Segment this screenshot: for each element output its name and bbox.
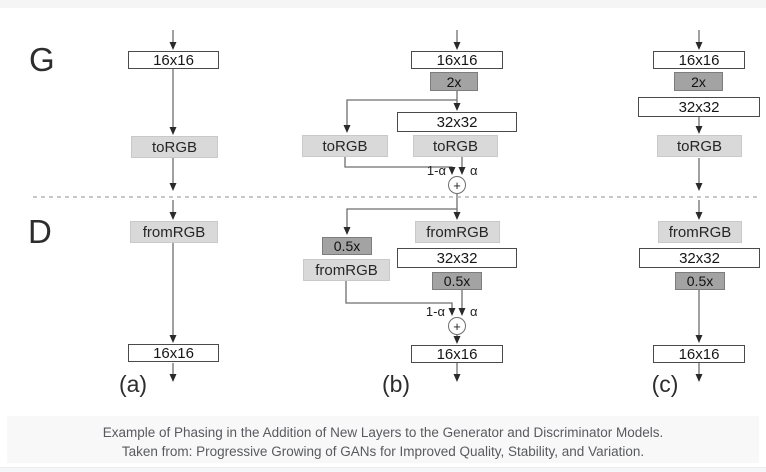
b-d-05x-box: 0.5x — [432, 272, 482, 290]
b-d-05x-left-box: 0.5x — [322, 237, 372, 255]
a-d-16x16-box: 16x16 — [128, 344, 219, 362]
b-g-one-minus-alpha-label: 1-α — [426, 163, 446, 178]
plus-icon: + — [453, 177, 461, 193]
c-d-16x16-box: 16x16 — [653, 345, 745, 363]
b-d-sum-node: + — [448, 317, 466, 335]
b-d-fromrgb-left-box: fromRGB — [303, 259, 390, 281]
b-d-one-minus-alpha-label: 1-α — [425, 304, 445, 319]
panel-b-label: (b) — [381, 371, 411, 397]
b-d-alpha-label: α — [470, 304, 478, 319]
b-g-alpha-label: α — [470, 163, 478, 178]
c-g-2x-box: 2x — [674, 72, 723, 91]
b-g-sum-node: + — [448, 176, 466, 194]
a-g-16x16-box: 16x16 — [128, 51, 219, 69]
c-g-32x32-box: 32x32 — [638, 97, 760, 117]
c-g-torgb-box: toRGB — [657, 135, 742, 157]
caption-line-2: Taken from: Progressive Growing of GANs … — [121, 444, 645, 459]
page-bottom-strip — [0, 467, 766, 472]
b-g-2x-box: 2x — [430, 72, 478, 91]
a-g-torgb-box: toRGB — [131, 136, 218, 158]
figure-caption: Example of Phasing in the Addition of Ne… — [7, 416, 759, 463]
caption-line-1: Example of Phasing in the Addition of Ne… — [102, 425, 664, 440]
b-g-16x16-box: 16x16 — [411, 51, 503, 69]
generator-label: G — [29, 41, 55, 78]
b-d-32x32-box: 32x32 — [397, 248, 517, 268]
b-d-16x16-box: 16x16 — [411, 345, 503, 363]
c-d-32x32-box: 32x32 — [639, 248, 760, 268]
plus-icon: + — [453, 318, 461, 334]
discriminator-label: D — [28, 213, 52, 250]
b-d-fromrgb-right-box: fromRGB — [415, 221, 500, 243]
page-top-strip — [0, 0, 766, 8]
b-g-torgb-right-box: toRGB — [413, 135, 498, 157]
c-d-05x-box: 0.5x — [675, 272, 725, 290]
panel-a-label: (a) — [118, 371, 148, 397]
b-g-torgb-left-box: toRGB — [302, 135, 388, 157]
c-g-16x16-box: 16x16 — [653, 51, 745, 69]
panel-c-label: (c) — [651, 371, 679, 397]
c-d-fromrgb-box: fromRGB — [658, 221, 742, 243]
gan-progressive-growing-figure: G D 16x16 toRGB fromRGB 16x16 16x16 2x 3… — [28, 30, 760, 397]
a-d-fromrgb-box: fromRGB — [130, 221, 218, 243]
b-g-32x32-box: 32x32 — [397, 112, 517, 132]
